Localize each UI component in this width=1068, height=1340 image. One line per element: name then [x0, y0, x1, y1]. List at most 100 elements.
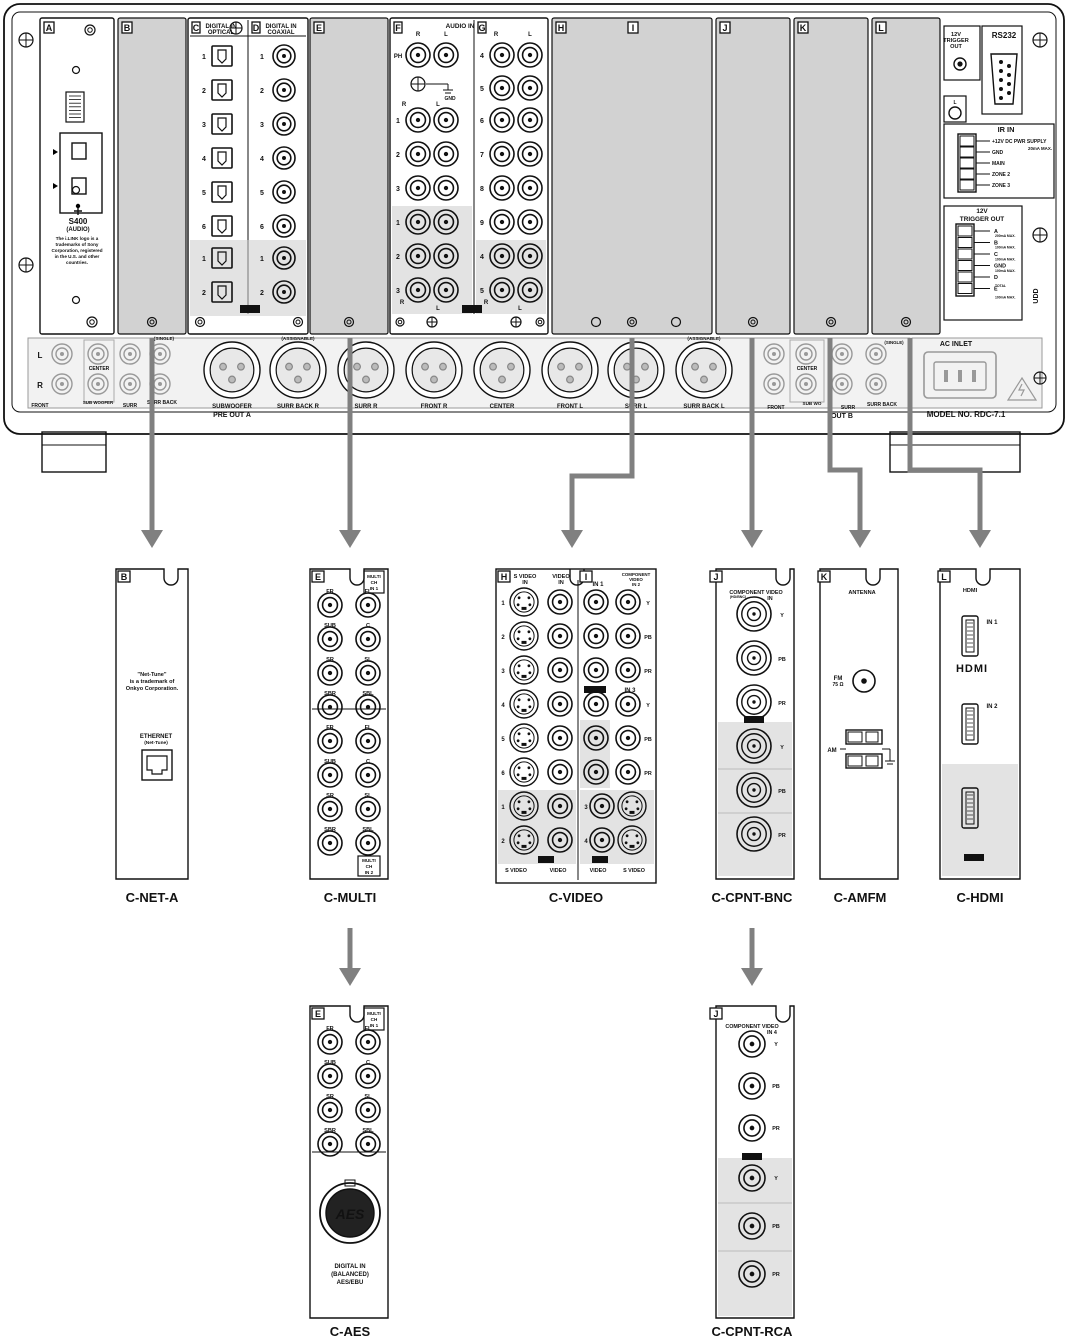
channel-label: C	[366, 623, 370, 629]
xlr-inner-ring	[209, 347, 255, 393]
card-outline	[115, 568, 189, 880]
rca-jack	[317, 762, 343, 788]
rca-inner-ring	[493, 213, 511, 231]
rca-outer-ring	[317, 660, 343, 686]
rca-outer-ring	[489, 107, 515, 133]
rca-inner-ring	[359, 766, 377, 784]
slot-letter: I	[585, 572, 588, 582]
db9-pin	[1006, 90, 1011, 95]
bnc-inner-ring	[746, 650, 762, 666]
hdmi-tongue	[965, 791, 975, 825]
rca-jack	[405, 209, 431, 235]
flow-arrow	[907, 338, 991, 548]
card-name: C-HDMI	[957, 890, 1004, 905]
rca-inner-ring	[276, 150, 292, 166]
svideo-pin	[636, 841, 640, 845]
svideo-key	[521, 742, 527, 746]
channel-label: SR	[326, 657, 334, 663]
svideo-pin	[528, 773, 532, 777]
rca-inner-ring	[359, 834, 377, 852]
bnc-mid-ring	[741, 821, 767, 847]
svideo-pin	[635, 834, 639, 838]
rca-outer-ring	[405, 42, 431, 68]
port-arrow-1	[53, 149, 58, 155]
rca-inner-ring	[869, 347, 883, 361]
fm-ohm-label: 75 Ω	[833, 682, 844, 688]
channel-label: SBR	[324, 691, 336, 697]
rca-jack	[355, 1063, 381, 1089]
slot-letter: E	[316, 23, 322, 33]
rca-outer-ring	[272, 246, 296, 270]
rca-jack	[433, 209, 459, 235]
rca-pin	[874, 382, 878, 386]
svideo-key	[521, 844, 527, 848]
rca-pin	[625, 769, 631, 775]
rca-outer-ring	[405, 141, 431, 167]
screw-slot	[89, 319, 95, 325]
rca-outer-ring	[355, 626, 381, 652]
pre-out-rca	[87, 343, 109, 365]
am-terminal-top	[845, 729, 883, 745]
rca-inner-ring	[409, 213, 427, 231]
screw-head	[535, 317, 545, 327]
rca-inner-ring	[521, 213, 539, 231]
output-shade	[190, 240, 306, 316]
xlr-jack	[203, 341, 261, 399]
fm-jack-outer	[852, 669, 876, 693]
ilink-logo-head	[75, 203, 81, 209]
rca-outer-ring	[738, 1260, 766, 1288]
s-video-title: S VIDEO	[514, 574, 537, 580]
screw-slot	[346, 319, 352, 325]
screw-head	[900, 316, 912, 328]
rca-jack	[583, 623, 609, 649]
optical-port	[217, 151, 227, 166]
rca-jack	[405, 277, 431, 303]
rca-inner-ring	[359, 1101, 377, 1119]
jack-number: 4	[480, 254, 484, 261]
center-label: CENTER	[89, 366, 110, 372]
rca-inner-ring	[743, 1077, 761, 1095]
svideo-inner-ring	[621, 795, 643, 817]
svideo-key	[521, 810, 527, 814]
xlr-label: CENTER	[490, 404, 515, 410]
rca-pin	[840, 352, 844, 356]
svideo-pin	[528, 671, 532, 675]
rca-pin	[415, 151, 421, 157]
rca-outer-ring	[583, 759, 609, 785]
rca-jack	[547, 827, 573, 853]
xlr-pin	[353, 362, 362, 371]
trigger-jack	[953, 57, 967, 71]
slot-letter: I	[632, 23, 635, 33]
jack-number: 2	[260, 88, 264, 95]
component-title: IN	[767, 596, 772, 602]
svideo-pin	[527, 732, 531, 736]
rca-inner-ring	[321, 1101, 339, 1119]
channel-label: FR	[326, 725, 333, 731]
warning-icon	[1006, 376, 1038, 401]
rca-inner-ring	[493, 145, 511, 163]
hdmi-title: HDMI	[963, 588, 978, 594]
xlr-inner-ring	[681, 347, 727, 393]
optical-port	[217, 117, 227, 132]
rca-inner-ring	[276, 218, 292, 234]
db9-pin	[1006, 63, 1011, 68]
db9-pin	[998, 86, 1003, 91]
xlr-pin	[362, 375, 370, 384]
rca-inner-ring	[276, 116, 292, 132]
out-tag	[742, 1153, 762, 1160]
trigger-out-title: TRIGGER OUT	[960, 216, 1004, 223]
rca-pin	[593, 769, 599, 775]
cross-screw	[510, 316, 522, 328]
screw	[535, 317, 545, 327]
port-arrow-2	[53, 183, 58, 189]
badge-box	[875, 21, 887, 34]
rca-pin	[365, 636, 371, 642]
rca-outer-ring	[547, 827, 573, 853]
channel-label: SR	[326, 1094, 334, 1100]
slot-letter: F	[395, 23, 401, 33]
rca-inner-ring	[521, 247, 539, 265]
rca-pin	[327, 772, 333, 778]
rca-outer-ring	[355, 1063, 381, 1089]
rca-pin	[499, 219, 505, 225]
jack-number: 8	[480, 186, 484, 193]
